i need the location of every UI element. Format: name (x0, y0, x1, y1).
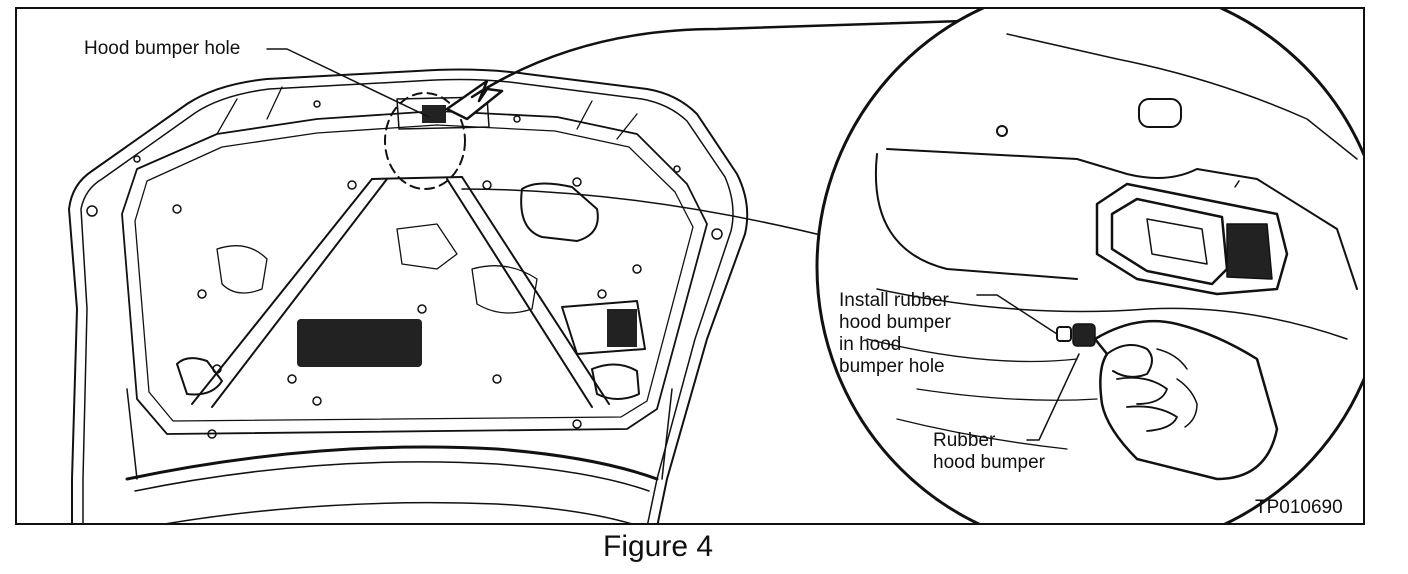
detail-magnified-view (815, 9, 1363, 523)
callout-install-rubber-bumper: Install rubber hood bumper in hood bumpe… (839, 290, 951, 378)
callout-line: Install rubber (839, 290, 949, 311)
callout-line: hood bumper (839, 312, 951, 333)
callout-rubber-hood-bumper: Rubber hood bumper (933, 430, 1045, 474)
figure-caption: Figure 4 (603, 530, 714, 563)
callout-line: bumper hole (839, 356, 945, 377)
hood-illustration (68, 9, 1363, 523)
figure-frame: Hood bumper hole Install rubber hood bum… (15, 7, 1365, 525)
leader-hood-bumper-hole (266, 48, 430, 118)
leader-rubber-bumper (1026, 353, 1080, 441)
hood-panel (68, 68, 749, 523)
callout-line: Rubber (933, 430, 996, 451)
callout-hood-bumper-hole: Hood bumper hole (84, 38, 241, 59)
figure-code: TP010690 (1255, 497, 1343, 518)
callout-line: hood bumper (933, 452, 1045, 473)
leader-install (976, 294, 1058, 335)
callout-line: in hood (839, 334, 902, 355)
